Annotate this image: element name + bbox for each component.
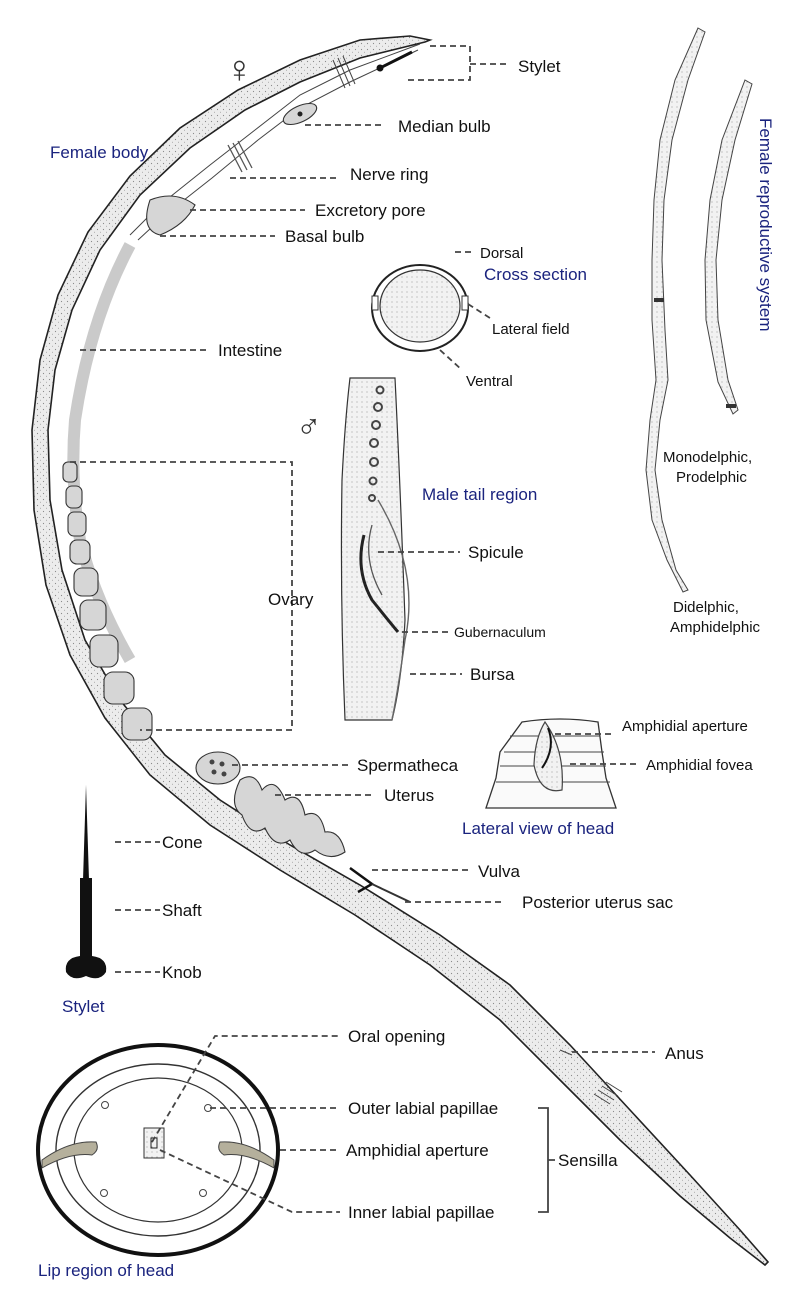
label-oral-opening: Oral opening: [348, 1027, 445, 1046]
title-female-body: Female body: [50, 143, 149, 162]
label-knob: Knob: [162, 963, 202, 982]
label-inner-labial-papillae: Inner labial papillae: [348, 1203, 495, 1222]
cross-section-drawing: [371, 264, 469, 352]
amphidial-aperture-left: [41, 1141, 98, 1169]
stylet-cone: [83, 785, 89, 880]
title-male-tail-region: Male tail region: [422, 485, 537, 504]
label-dorsal: Dorsal: [480, 245, 523, 262]
label-ovary: Ovary: [268, 590, 314, 609]
title-female-reproductive-system: Female reproductive system: [756, 118, 775, 332]
label-monodelphic-1: Monodelphic,: [663, 449, 752, 466]
title-lip-region-of-head: Lip region of head: [38, 1261, 174, 1280]
female-symbol: ♀: [225, 49, 254, 91]
label-nerve-ring: Nerve ring: [350, 165, 428, 184]
intestine: [67, 242, 136, 664]
label-didelphic-1: Didelphic,: [673, 599, 739, 616]
label-ventral: Ventral: [466, 373, 513, 390]
label-monodelphic-2: Prodelphic: [676, 469, 747, 486]
lateral-head-drawing: [485, 718, 617, 809]
outer-papilla: [100, 1189, 108, 1197]
male-symbol: ♂: [296, 408, 322, 446]
label-amphidial-fovea: Amphidial fovea: [646, 757, 753, 774]
monodelphic-drawing: [645, 27, 706, 593]
female-body-outline: [31, 35, 770, 1267]
label-spicule: Spicule: [468, 543, 524, 562]
label-amphidial-aperture-lateral: Amphidial aperture: [622, 718, 748, 735]
label-median-bulb: Median bulb: [398, 117, 491, 136]
label-shaft: Shaft: [162, 901, 202, 920]
label-sensilla: Sensilla: [558, 1151, 618, 1170]
label-anus: Anus: [665, 1044, 704, 1063]
didelphic-drawing: [704, 79, 753, 415]
male-tail-drawing: [340, 377, 410, 721]
label-amphidial-aperture-lip: Amphidial aperture: [346, 1141, 489, 1160]
label-vulva: Vulva: [478, 862, 520, 881]
uterus: [233, 776, 346, 858]
label-stylet-top: Stylet: [518, 57, 561, 76]
label-lateral-field: Lateral field: [492, 321, 570, 338]
female-body-leaders: [70, 45, 655, 1053]
nerve-ring: [227, 140, 253, 173]
female-body-drawing: [31, 35, 770, 1267]
basal-bulb: [146, 195, 196, 236]
stylet-in-body: [379, 50, 413, 70]
spicule: [359, 534, 400, 633]
label-spermatheca: Spermatheca: [357, 756, 459, 775]
title-lateral-view-of-head: Lateral view of head: [462, 819, 614, 838]
label-didelphic-2: Amphidelphic: [670, 619, 761, 636]
outer-papilla: [199, 1189, 207, 1197]
label-gubernaculum: Gubernaculum: [454, 624, 546, 640]
stylet-drawing: [65, 785, 107, 979]
posterior-uterus-sac: [371, 883, 411, 903]
label-outer-labial-papillae: Outer labial papillae: [348, 1099, 498, 1118]
stylet-knob: [65, 956, 107, 979]
title-stylet: Stylet: [62, 997, 105, 1016]
label-cone: Cone: [162, 833, 203, 852]
title-cross-section: Cross section: [484, 265, 587, 284]
amphidial-aperture-right: [218, 1141, 275, 1169]
spermatheca: [195, 751, 241, 785]
label-basal-bulb: Basal bulb: [285, 227, 364, 246]
label-bursa: Bursa: [470, 665, 515, 684]
bursa: [377, 499, 410, 721]
oral-opening: [143, 1127, 165, 1159]
label-excretory-pore: Excretory pore: [315, 201, 426, 220]
outer-papilla: [101, 1101, 109, 1109]
female-reproductive-system-drawing: [645, 27, 753, 593]
stylet-shaft: [80, 878, 92, 958]
lip-region-drawing: [36, 1043, 280, 1257]
ovary-cells: [62, 461, 153, 741]
label-uterus: Uterus: [384, 786, 434, 805]
label-posterior-uterus-sac: Posterior uterus sac: [522, 893, 674, 912]
label-intestine: Intestine: [218, 341, 282, 360]
